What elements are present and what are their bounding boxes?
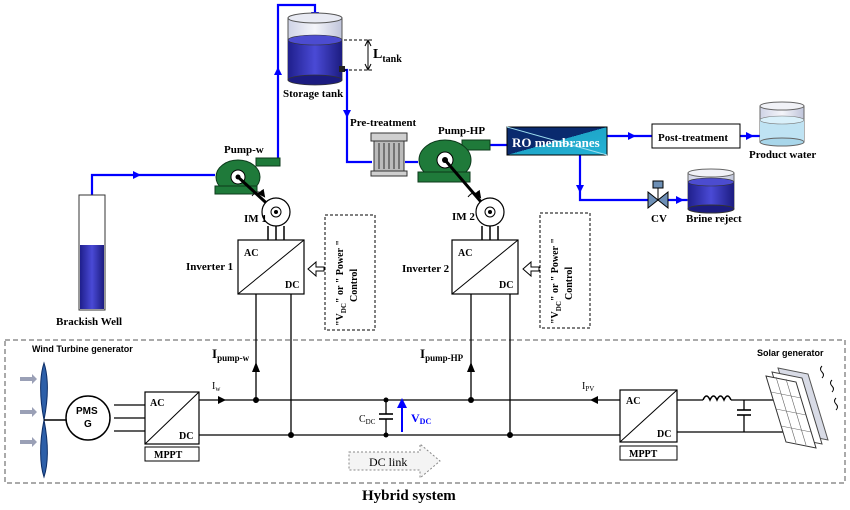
post-treatment-label: Post-treatment (658, 132, 728, 144)
control-2-arrow (522, 260, 540, 278)
i-pump-w-arrow (252, 362, 260, 372)
control-2-text: "VDC" or " Power " Control (550, 238, 575, 324)
inverter-2 (451, 239, 519, 295)
pre-treatment-filter (370, 132, 408, 177)
inverter-2-label: Inverter 2 (402, 263, 450, 275)
wind-turbine-blades (40, 361, 66, 479)
hybrid-system-label: Hybrid system (362, 488, 456, 504)
product-water-label: Product water (749, 149, 816, 161)
l-tank-label: Ltank (373, 47, 402, 65)
brackish-well (78, 194, 106, 311)
post-treatment-box (651, 123, 741, 149)
svg-text:"VDC" or " Power ": "VDC" or " Power " (335, 240, 348, 326)
i-w-label: Iw (212, 381, 221, 393)
solar-mppt-box (619, 445, 678, 461)
dc-bus-wiring (114, 294, 790, 436)
brine-reject-tank (687, 168, 735, 214)
pump-w-label: Pump-w (224, 144, 264, 156)
pmsg-generator (65, 395, 111, 441)
solar-converter-dc: DC (657, 429, 671, 440)
solar-panel (765, 367, 829, 449)
control-1-arrow (307, 260, 325, 278)
solar-generator-label: Solar generator (757, 348, 824, 358)
dc-link-label: DC link (369, 455, 407, 469)
pump-w (214, 157, 281, 195)
i-w-arrow (218, 396, 226, 404)
inductor (702, 395, 732, 402)
c-dc-label: CDC (359, 414, 376, 426)
svg-text:Control: Control (564, 267, 575, 300)
wind-mppt-label: MPPT (154, 450, 183, 461)
i-pv-label: IPV (582, 381, 594, 393)
cv-label: CV (651, 213, 667, 225)
inverter-1-dc: DC (285, 280, 299, 291)
ro-membranes-label: RO membranes (512, 135, 600, 150)
pump-hp (417, 139, 491, 183)
pmsg-label-1: PMS (76, 406, 98, 417)
inverter-1-label: Inverter 1 (186, 261, 233, 273)
product-water-tank (759, 101, 805, 147)
im2-label: IM 2 (452, 211, 475, 223)
pump-hp-rotation-arrow (467, 189, 482, 199)
wind-arrows (20, 374, 37, 447)
wind-converter-dc: DC (179, 431, 193, 442)
wind-turbine-label: Wind Turbine generator (32, 344, 133, 354)
wind-converter (144, 391, 200, 445)
sun-rays (820, 365, 838, 411)
storage-tank (287, 12, 345, 86)
hybrid-system-frame (4, 339, 846, 484)
inverter-1-ac: AC (244, 248, 258, 259)
solar-mppt-label: MPPT (629, 449, 658, 460)
svg-text:Control: Control (349, 269, 360, 302)
im2-motor (475, 197, 505, 240)
ro-membranes (506, 126, 608, 156)
pmsg-label-2: G (84, 419, 92, 430)
l-tank-dimension (344, 38, 372, 72)
junction-dots (253, 397, 513, 438)
i-pump-hp-label: Ipump-HP (420, 346, 464, 363)
inverter-2-ac: AC (458, 248, 472, 259)
control-valve (647, 180, 669, 210)
storage-tank-label: Storage tank (283, 88, 344, 100)
i-pump-w-label: Ipump-w (212, 346, 250, 363)
pump-w-rotation-arrow (251, 188, 266, 198)
solar-converter-ac: AC (626, 396, 640, 407)
wind-mppt-box (144, 446, 200, 462)
inverter-2-dc: DC (499, 280, 513, 291)
i-pv-arrow (590, 396, 598, 404)
im1-motor (261, 197, 291, 240)
svg-text:"VDC" or " Power ": "VDC" or " Power " (550, 238, 563, 324)
v-dc-label: VDC (411, 411, 431, 426)
brackish-well-label: Brackish Well (56, 316, 122, 328)
brine-reject-label: Brine reject (686, 213, 742, 225)
pump-hp-label: Pump-HP (438, 125, 485, 137)
dc-link-arrow (348, 442, 441, 480)
control-1-text: "VDC" or " Power " Control (335, 240, 360, 326)
wind-converter-ac: AC (150, 398, 164, 409)
i-pump-hp-arrow (467, 362, 475, 372)
inverter-1 (237, 239, 305, 295)
control-box-2 (539, 212, 591, 329)
v-dc-arrow-head (397, 398, 407, 408)
control-box-1 (324, 214, 376, 331)
im1-label: IM 1 (244, 213, 267, 225)
pre-treatment-label: Pre-treatment (350, 117, 417, 129)
solar-converter (619, 389, 678, 443)
